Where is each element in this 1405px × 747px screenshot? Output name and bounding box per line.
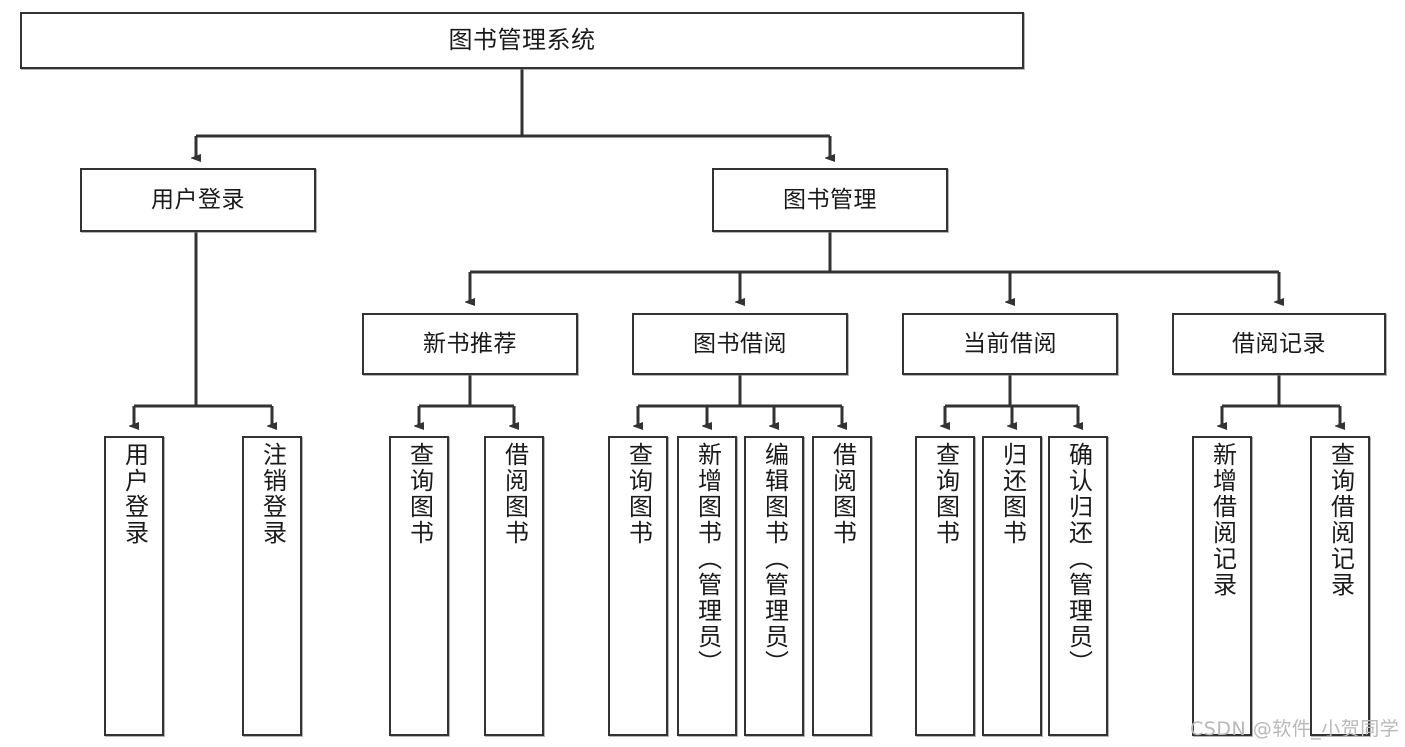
leaf-new-book-borrow[interactable]: 借阅图书 xyxy=(484,436,544,736)
node-current-borrow[interactable]: 当前借阅 xyxy=(902,313,1118,375)
leaf-borrow-add-book-admin[interactable]: 新增图书（管理员） xyxy=(677,436,737,736)
leaf-borrow-edit-book-admin[interactable]: 编辑图书（管理员） xyxy=(744,436,804,736)
leaf-records-query-record[interactable]: 查询借阅记录 xyxy=(1310,436,1370,736)
node-label: 查询图书 xyxy=(931,442,960,546)
node-label: 确认归还（管理员） xyxy=(1064,442,1093,676)
node-label: 新书推荐 xyxy=(423,330,517,357)
node-label: 当前借阅 xyxy=(963,330,1057,357)
node-label: 借阅图书 xyxy=(828,442,857,546)
node-root-book-management-system[interactable]: 图书管理系统 xyxy=(20,12,1024,69)
node-label: 图书管理 xyxy=(783,186,877,213)
leaf-borrow-borrow-book[interactable]: 借阅图书 xyxy=(812,436,872,736)
node-label: 注销登录 xyxy=(258,442,287,546)
node-label: 图书借阅 xyxy=(693,330,787,357)
node-label: 新增借阅记录 xyxy=(1208,442,1237,598)
leaf-user-login-signin[interactable]: 用户登录 xyxy=(104,436,164,736)
leaf-user-login-signout[interactable]: 注销登录 xyxy=(242,436,302,736)
node-borrow-records[interactable]: 借阅记录 xyxy=(1172,313,1386,375)
node-book-borrow[interactable]: 图书借阅 xyxy=(632,313,848,375)
node-label: 图书管理系统 xyxy=(448,25,596,54)
node-label: 新增图书（管理员） xyxy=(693,442,722,676)
leaf-current-confirm-return-admin[interactable]: 确认归还（管理员） xyxy=(1048,436,1108,736)
node-user-login[interactable]: 用户登录 xyxy=(80,168,316,232)
leaf-current-return-book[interactable]: 归还图书 xyxy=(982,436,1042,736)
node-label: 用户登录 xyxy=(151,186,245,213)
leaf-new-book-query[interactable]: 查询图书 xyxy=(389,436,449,736)
node-label: 查询图书 xyxy=(405,442,434,546)
node-label: 查询借阅记录 xyxy=(1326,442,1355,598)
leaf-borrow-query-book[interactable]: 查询图书 xyxy=(608,436,668,736)
node-book-management[interactable]: 图书管理 xyxy=(712,168,948,232)
node-label: 用户登录 xyxy=(120,442,149,546)
node-label: 归还图书 xyxy=(998,442,1027,546)
leaf-records-add-record[interactable]: 新增借阅记录 xyxy=(1192,436,1252,736)
leaf-current-query-book[interactable]: 查询图书 xyxy=(915,436,975,736)
node-label: 编辑图书（管理员） xyxy=(760,442,789,676)
node-label: 查询图书 xyxy=(624,442,653,546)
node-new-book-recommend[interactable]: 新书推荐 xyxy=(362,313,578,375)
node-label: 借阅记录 xyxy=(1232,330,1326,357)
watermark-text: CSDN @软件_小贺同学 xyxy=(1190,718,1400,740)
node-label: 借阅图书 xyxy=(500,442,529,546)
